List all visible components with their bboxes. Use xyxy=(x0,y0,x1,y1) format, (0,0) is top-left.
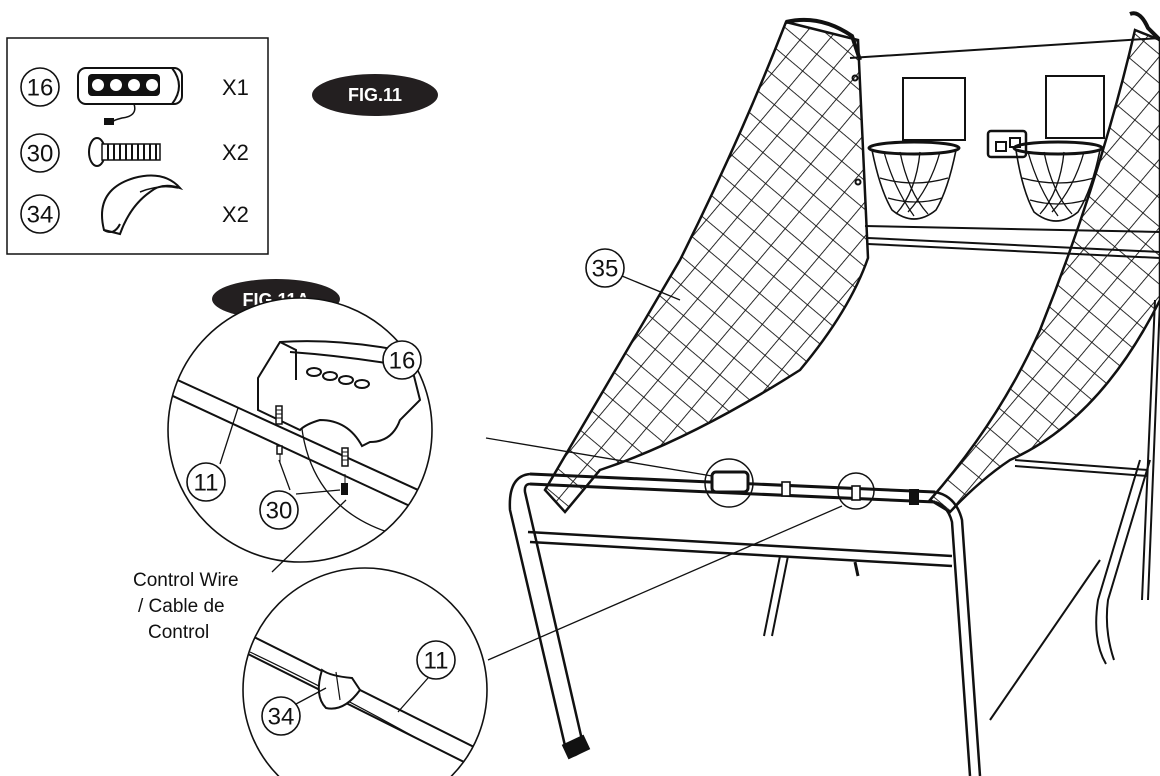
parts-legend: 16 X1 30 X2 xyxy=(6,37,269,255)
fig-11-label: FIG.11 xyxy=(348,85,402,105)
quantity: X2 xyxy=(222,140,249,165)
part-number: 34 xyxy=(27,202,54,229)
callout-34-lower: 34 xyxy=(268,704,295,731)
callout-11-lower: 11 xyxy=(424,648,449,675)
callout-number: 35 xyxy=(592,256,619,283)
frame-right xyxy=(934,490,982,776)
legend-row-16: 16 X1 xyxy=(20,67,249,125)
note-line-3: Control xyxy=(148,622,209,643)
detail-cable-clip: 11 34 xyxy=(242,567,488,776)
callout-35: 35 xyxy=(585,248,681,301)
part-number: 16 xyxy=(27,75,54,102)
part-circle xyxy=(20,67,60,107)
bolt-icon xyxy=(88,137,161,167)
note-line-2: / Cable de xyxy=(138,596,225,617)
callout-circle xyxy=(186,462,226,502)
control-wire-note: Control Wire / Cable de Control xyxy=(133,570,239,643)
callout-circle xyxy=(259,490,299,530)
callout-16: 16 xyxy=(389,348,416,375)
part-circle xyxy=(20,133,60,173)
hoop-left xyxy=(867,140,961,220)
part-circle xyxy=(20,194,60,234)
frame-left xyxy=(508,472,584,757)
callout-30: 30 xyxy=(266,498,293,525)
note-line-1: Control Wire xyxy=(133,570,239,591)
callout-circle xyxy=(261,696,301,736)
detail-fig-11a: 16 11 30 xyxy=(167,297,433,573)
quantity: X1 xyxy=(222,75,249,100)
callout-circle xyxy=(382,340,422,380)
cable-clip-icon xyxy=(101,174,184,236)
hoop-right xyxy=(1012,140,1104,222)
callout-circle xyxy=(416,640,456,680)
legend-row-34: 34 X2 xyxy=(20,174,249,236)
net-right xyxy=(928,28,1160,514)
quantity: X2 xyxy=(222,202,249,227)
basketball-machine xyxy=(508,11,1160,776)
fig-11-badge: FIG.11 xyxy=(312,74,438,116)
leader-line xyxy=(487,505,843,661)
control-box-icon xyxy=(77,67,183,125)
leader-line xyxy=(485,437,713,477)
legend-row-30: 30 X2 xyxy=(20,133,249,173)
part-number: 30 xyxy=(27,141,54,168)
callout-11: 11 xyxy=(194,470,219,497)
